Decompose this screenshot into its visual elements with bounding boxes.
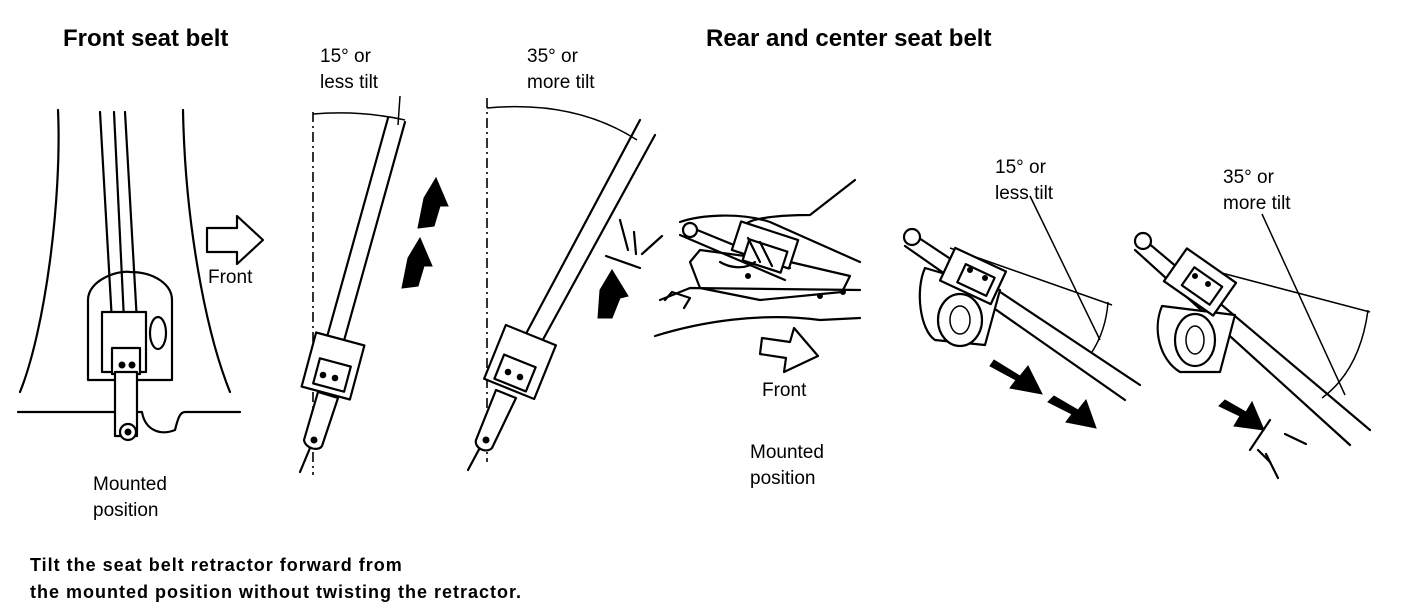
tilt-arrow-up-icon — [597, 269, 629, 319]
rear-tilt-15-drawing — [902, 195, 1142, 429]
tilt-arrow-down-icon — [1218, 399, 1265, 431]
tilt-arrow-up-icon — [417, 176, 449, 229]
instruction-caption: Tilt the seat belt retractor forward fro… — [30, 555, 522, 602]
front-mounted-retractor-drawing — [16, 108, 242, 442]
tilt-arrow-up-icon — [401, 236, 433, 289]
rear-mounted-retractor-drawing — [653, 178, 862, 338]
front-mounted-position-label: Mounted position — [93, 474, 167, 521]
rear-mounted-position-label: Mounted position — [750, 442, 824, 489]
front-direction-label: Front — [208, 267, 253, 288]
front-tilt-35-label: 35° or more tilt — [527, 46, 595, 93]
rear-direction-label: Front — [762, 380, 807, 401]
rear-direction-arrow — [758, 326, 820, 374]
rear-tilt-35-label: 35° or more tilt — [1223, 167, 1291, 214]
rear-seat-belt-heading: Rear and center seat belt — [706, 25, 992, 52]
rear-tilt-15-label: 15° or less tilt — [995, 157, 1054, 204]
tilt-arrow-down-icon — [989, 359, 1043, 395]
tilt-arrow-down-icon — [1047, 395, 1097, 429]
rear-tilt-35-drawing — [1133, 213, 1372, 480]
front-direction-arrow — [205, 214, 265, 266]
front-tilt-15-drawing — [298, 95, 449, 475]
front-tilt-15-label: 15° or less tilt — [320, 46, 379, 93]
front-tilt-35-drawing — [466, 98, 664, 472]
front-seat-belt-heading: Front seat belt — [63, 25, 229, 52]
